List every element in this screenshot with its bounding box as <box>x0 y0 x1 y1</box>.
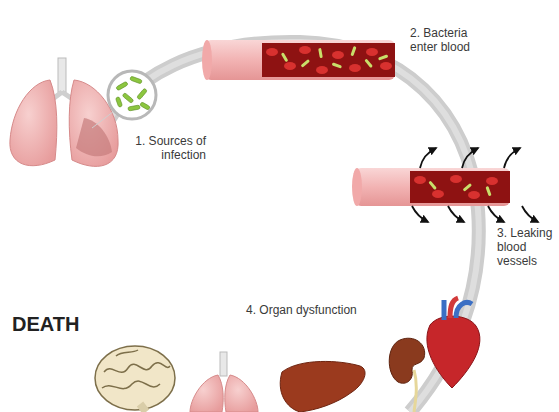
step-label: 4. Organ dysfunction <box>246 303 386 317</box>
infected-area <box>76 118 112 156</box>
bacterium <box>318 48 323 58</box>
step-label: 3. Leaking blood vessels <box>497 226 557 268</box>
kidney <box>389 338 424 412</box>
red-cell <box>486 177 498 185</box>
outcome-label: DEATH <box>12 312 102 336</box>
bacterium <box>485 186 491 196</box>
bacterium <box>364 59 373 69</box>
bacterium <box>115 97 122 108</box>
bacterium <box>378 54 388 60</box>
bacterium <box>301 59 311 68</box>
leak-arrow <box>412 206 428 222</box>
cycle-ring <box>95 42 479 412</box>
kidney-shape <box>389 338 424 383</box>
left-lung <box>190 375 223 412</box>
red-cells <box>414 175 498 199</box>
brain-shape <box>95 346 175 410</box>
leak-arrow <box>462 148 478 168</box>
leak-arrows <box>412 148 538 222</box>
red-cells <box>266 46 392 74</box>
leak-arrow <box>420 148 436 168</box>
bacterium <box>332 62 342 68</box>
blood-bacteria <box>428 181 491 197</box>
bacterium <box>122 93 134 104</box>
brain-stem <box>140 404 146 412</box>
red-cell <box>450 175 462 183</box>
infected-lungs <box>10 58 156 166</box>
trachea <box>220 352 227 376</box>
red-cell <box>349 64 361 72</box>
vessel-end <box>202 40 212 80</box>
red-cell <box>332 51 344 59</box>
vessel-wall <box>205 40 395 80</box>
brain-folds <box>102 350 170 389</box>
red-cell <box>366 48 378 56</box>
red-cell <box>299 46 311 54</box>
organs <box>95 298 480 412</box>
leak-arrow <box>504 148 520 168</box>
bacterium <box>130 76 143 84</box>
vessel-end <box>352 168 362 206</box>
bacterium <box>350 46 356 56</box>
leak-arrow <box>448 206 464 222</box>
bacterium <box>137 88 148 100</box>
step-label: 2. Bacteria enter blood <box>410 26 492 54</box>
vessel-lumen <box>410 171 510 203</box>
cycle-ring-highlight <box>95 42 479 412</box>
aorta <box>450 298 458 318</box>
red-cell <box>414 176 426 184</box>
trachea <box>58 58 66 92</box>
bacterium <box>140 102 151 110</box>
blood-bacteria <box>281 46 389 69</box>
right-lung <box>225 375 258 412</box>
red-cell <box>316 66 328 74</box>
blood-vessel-leaking <box>352 148 538 222</box>
bacterium <box>116 81 128 90</box>
step-label: 1. Sources of infection <box>128 134 206 162</box>
liver <box>280 361 365 412</box>
bacterium <box>128 105 141 111</box>
left-lung <box>10 80 57 166</box>
lungs <box>190 352 258 412</box>
leak-arrow <box>488 206 504 222</box>
bacteria-cluster <box>115 76 150 111</box>
heart <box>427 298 480 388</box>
bacterium <box>463 183 473 192</box>
red-cell <box>468 191 480 199</box>
heart-shape <box>427 316 480 388</box>
magnifier <box>108 71 156 119</box>
blood-vessel-infected <box>202 40 395 80</box>
leak-arrow <box>522 206 538 222</box>
bacterium <box>281 52 289 62</box>
vessel-lumen <box>262 43 395 77</box>
red-cell <box>284 62 296 70</box>
brain <box>95 346 175 412</box>
red-cell <box>380 62 392 70</box>
vessel-wall <box>355 168 510 206</box>
red-cell <box>432 190 444 198</box>
red-cell <box>266 48 278 56</box>
bacterium <box>428 181 437 191</box>
ureter <box>414 370 416 412</box>
